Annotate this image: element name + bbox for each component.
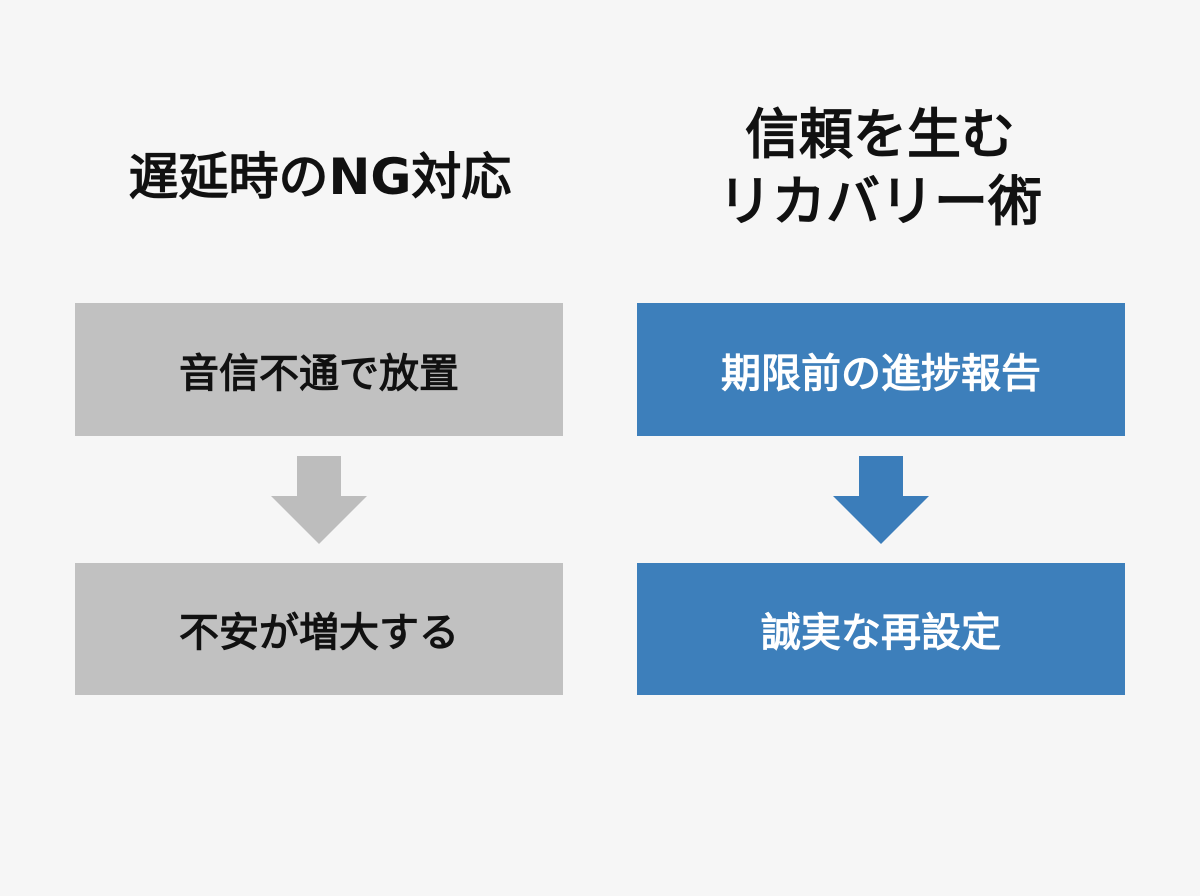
recovery-result-label: 誠実な再設定: [761, 610, 1001, 656]
recovery-step-box-progress-report: 期限前の進捗報告: [637, 303, 1125, 436]
ng-result-label: 不安が増大する: [179, 610, 459, 656]
ng-result-box-anxiety: 不安が増大する: [75, 563, 563, 695]
ng-step-box-ignore: 音信不通で放置: [75, 303, 563, 436]
recovery-column-title: 信頼を生む リカバリー術: [718, 103, 1042, 233]
ng-column-title: 遅延時のNG対応: [128, 148, 512, 206]
recovery-result-box-reschedule: 誠実な再設定: [637, 563, 1125, 695]
arrow-down-icon: [833, 456, 929, 544]
ng-step-label: 音信不通で放置: [179, 350, 459, 397]
arrow-down-icon: [271, 456, 367, 544]
recovery-step-label: 期限前の進捗報告: [721, 350, 1041, 397]
